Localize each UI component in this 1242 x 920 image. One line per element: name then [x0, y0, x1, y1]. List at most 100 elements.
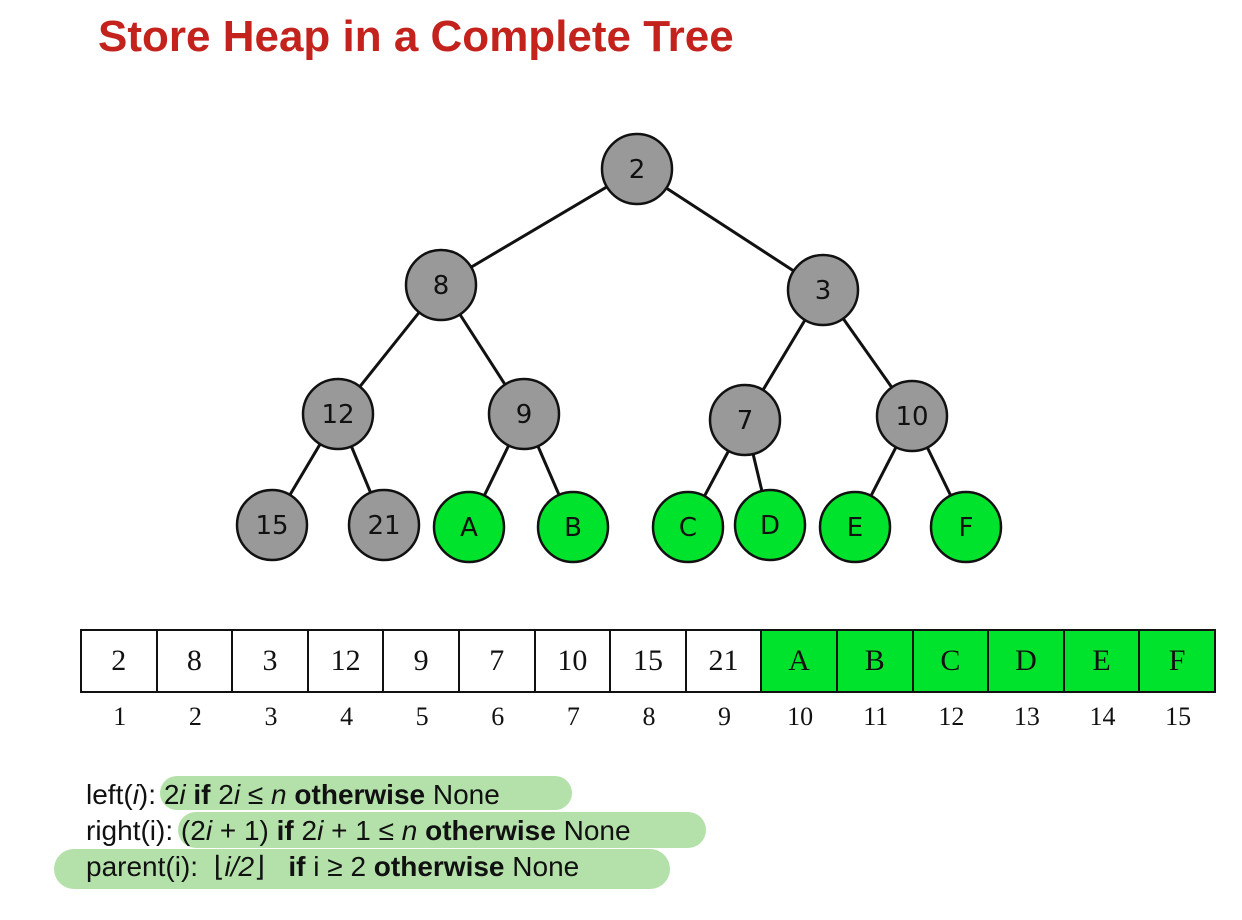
right-formula-name: right(i):	[86, 815, 174, 846]
heap-tree-diagram: 2 8 3 12 9 7 10 15 21 A B C D E F	[235, 132, 1003, 564]
tree-node: 21	[347, 488, 421, 562]
array-index-label: 14	[1089, 702, 1116, 731]
index-formulas: left(i): 2i if 2i ≤ n otherwise None rig…	[86, 777, 631, 885]
tree-node-circle	[600, 132, 674, 206]
tree-node-label: B	[564, 513, 582, 543]
array-cell: C	[913, 629, 990, 693]
tree-node: 8	[404, 248, 478, 322]
array-index-label: 9	[718, 702, 732, 731]
tree-node-label: 21	[367, 511, 400, 541]
right-formula-cond-var: i	[317, 815, 324, 846]
left-formula: left(i): 2i if 2i ≤ n otherwise None	[86, 777, 631, 813]
tree-edge	[440, 167, 638, 287]
right-formula-expr-var: i	[205, 815, 213, 846]
tree-node: 7	[708, 383, 782, 457]
tree-node-circle	[235, 488, 309, 562]
array-cell: 10	[535, 629, 612, 693]
tree-node-label: F	[959, 513, 974, 543]
right-formula-if: if	[276, 815, 294, 846]
left-formula-cond-var: i	[233, 779, 241, 810]
array-index-label: 7	[566, 702, 580, 731]
tree-node-circle	[487, 377, 561, 451]
highlight-parent-formula	[54, 849, 670, 889]
tree-node-circle	[786, 253, 860, 327]
tree-node-label: 15	[255, 511, 288, 541]
parent-formula-floor-open: ⌊	[213, 851, 225, 882]
tree-node: 10	[875, 379, 949, 453]
tree-node-label: 2	[629, 155, 646, 185]
array-index-label: 10	[787, 702, 814, 731]
parent-formula-floor-close: ⌋	[254, 851, 266, 882]
left-formula-cond-op: ≤	[247, 779, 264, 810]
right-formula-cond-b: + 1 ≤	[331, 815, 394, 846]
tree-node-label: C	[679, 513, 697, 543]
tree-node-label: 7	[737, 406, 754, 436]
tree-nodes: 2 8 3 12 9 7 10 15 21 A B C D E F	[235, 132, 1003, 564]
slide-title: Store Heap in a Complete Tree	[98, 12, 734, 61]
array-cell: 2	[82, 629, 158, 693]
array-index-label: 4	[340, 702, 354, 731]
tree-node: 2	[600, 132, 674, 206]
left-formula-n: n	[271, 779, 287, 810]
tree-node-label: D	[760, 511, 780, 541]
tree-node: A	[432, 490, 506, 564]
array-index-label: 13	[1013, 702, 1040, 731]
tree-node: 9	[487, 377, 561, 451]
tree-node: C	[651, 490, 725, 564]
right-formula-otherwise: otherwise	[425, 815, 556, 846]
parent-formula-otherwise: otherwise	[373, 851, 505, 882]
array-cell: 9	[384, 629, 460, 693]
array-cell: A	[762, 629, 838, 693]
parent-formula-name: parent(i):	[86, 851, 199, 882]
left-formula-close: ):	[138, 779, 157, 810]
highlight-right-formula	[178, 812, 706, 848]
array-index-label: 8	[642, 702, 656, 731]
array-index-label: 15	[1165, 702, 1192, 731]
left-formula-expr: 2	[163, 779, 180, 810]
tree-node: F	[929, 490, 1003, 564]
array-index-label: 5	[415, 702, 429, 731]
array-index-label: 2	[188, 702, 202, 731]
left-formula-expr-var: i	[179, 779, 186, 810]
tree-node: B	[536, 490, 610, 564]
right-formula-none: None	[563, 815, 631, 846]
right-formula: right(i): (2i + 1) if 2i + 1 ≤ n otherwi…	[86, 813, 631, 849]
tree-node-circle	[929, 490, 1003, 564]
array-cell: 21	[686, 629, 763, 693]
array-index-label: 12	[938, 702, 965, 731]
tree-node: E	[818, 490, 892, 564]
tree-edges	[270, 167, 968, 528]
left-formula-otherwise: otherwise	[294, 779, 426, 810]
tree-node-label: 8	[433, 271, 450, 301]
array-cell: 15	[611, 629, 687, 693]
tree-node: 12	[301, 377, 375, 451]
tree-node-label: 12	[321, 400, 354, 430]
tree-node: 3	[786, 253, 860, 327]
array-index-label: 3	[264, 702, 278, 731]
array-cell: E	[1064, 629, 1141, 693]
right-formula-expr-b: + 1)	[219, 815, 269, 846]
tree-node-circle	[347, 488, 421, 562]
tree-node-label: 3	[815, 276, 832, 306]
parent-formula-if: if	[288, 851, 306, 882]
array-cell: 8	[157, 629, 234, 693]
tree-node-label: 9	[516, 400, 533, 430]
left-formula-var: i	[132, 779, 139, 810]
tree-node: 15	[235, 488, 309, 562]
parent-formula: parent(i): ⌊i/2⌋ if i ≥ 2 otherwise None	[86, 849, 631, 885]
tree-node-circle	[651, 490, 725, 564]
highlight-left-formula	[160, 776, 572, 810]
tree-edge	[636, 167, 824, 292]
tree-node: D	[733, 488, 807, 562]
left-formula-name: left(	[86, 779, 133, 810]
right-formula-expr-a: (2	[180, 815, 206, 846]
array-cell: D	[989, 629, 1065, 693]
tree-node-circle	[432, 490, 506, 564]
tree-node-label: A	[460, 513, 478, 543]
right-formula-n: n	[401, 815, 418, 846]
array-cell: 7	[459, 629, 536, 693]
tree-node-circle	[733, 488, 807, 562]
left-formula-none: None	[432, 779, 500, 810]
array-cell: 12	[308, 629, 385, 693]
